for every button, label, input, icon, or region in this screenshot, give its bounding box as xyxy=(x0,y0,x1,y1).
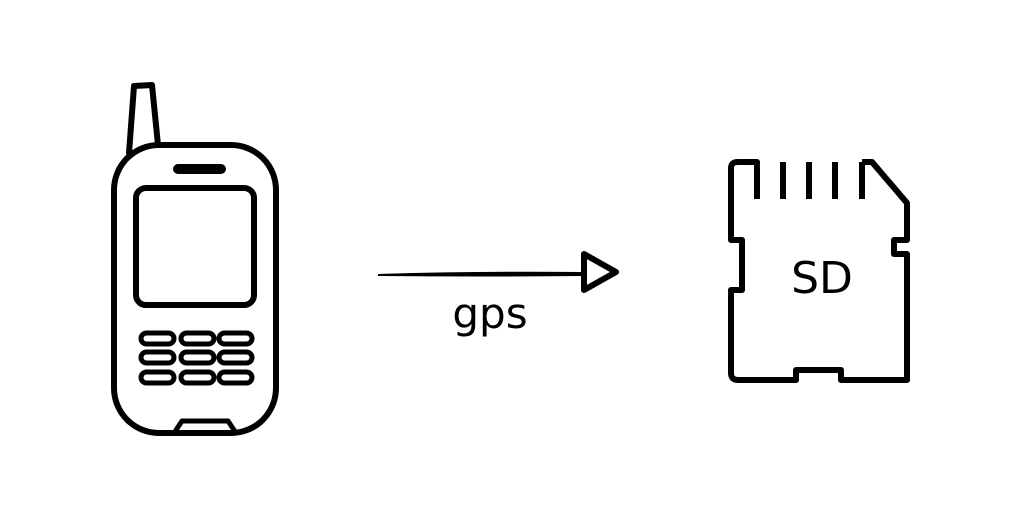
sd-card-icon xyxy=(728,159,910,383)
sd-label: SD xyxy=(791,253,853,304)
right-arrow-icon xyxy=(378,251,619,293)
arrow-label: gps xyxy=(452,289,527,338)
mobile-phone-icon xyxy=(111,82,279,436)
